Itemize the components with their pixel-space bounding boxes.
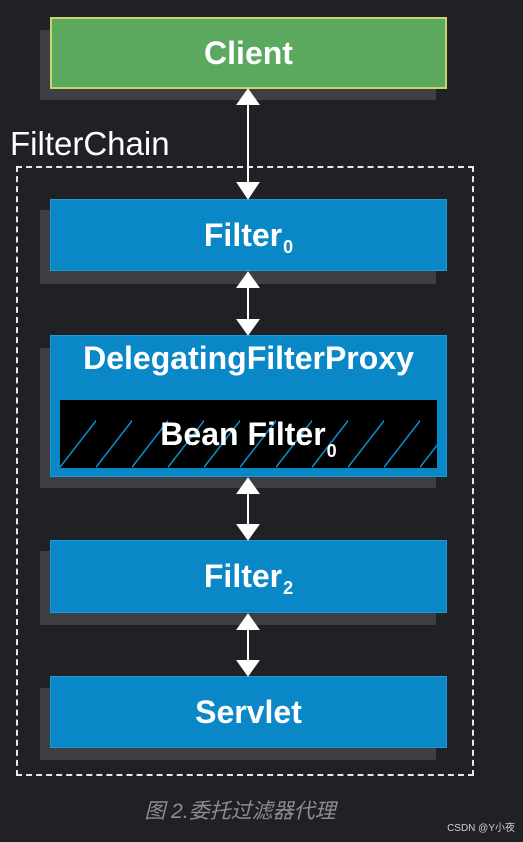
proxy-box: DelegatingFilterProxy Bean Filter0 xyxy=(50,335,447,477)
arrow-client-filter0 xyxy=(236,88,260,200)
filterchain-border xyxy=(16,166,474,776)
proxy-label: DelegatingFilterProxy xyxy=(83,340,414,376)
arrow-filter2-servlet xyxy=(236,613,260,677)
bean-filter-subscript: 0 xyxy=(326,440,337,461)
filter0-subscript: 0 xyxy=(283,236,294,257)
hatch-pattern xyxy=(60,400,437,468)
servlet-label: Servlet xyxy=(195,693,302,730)
arrow-proxy-filter2 xyxy=(236,477,260,541)
arrow-filter0-proxy xyxy=(236,271,260,336)
filter0-label: Filter xyxy=(203,216,283,253)
watermark: CSDN @Y小夜 xyxy=(447,823,515,834)
filter2-label: Filter xyxy=(203,558,283,594)
client-box: Client xyxy=(50,17,447,89)
filterchain-label: FilterChain xyxy=(10,125,170,162)
figure-caption: 图 2.委托过滤器代理 xyxy=(144,800,336,823)
servlet-box: Servlet xyxy=(50,676,447,748)
bean-filter-label: Bean Filter xyxy=(160,415,326,452)
client-label: Client xyxy=(204,34,293,71)
bean-filter-box: Bean Filter0 xyxy=(58,398,439,470)
filter2-subscript: 2 xyxy=(283,578,294,598)
